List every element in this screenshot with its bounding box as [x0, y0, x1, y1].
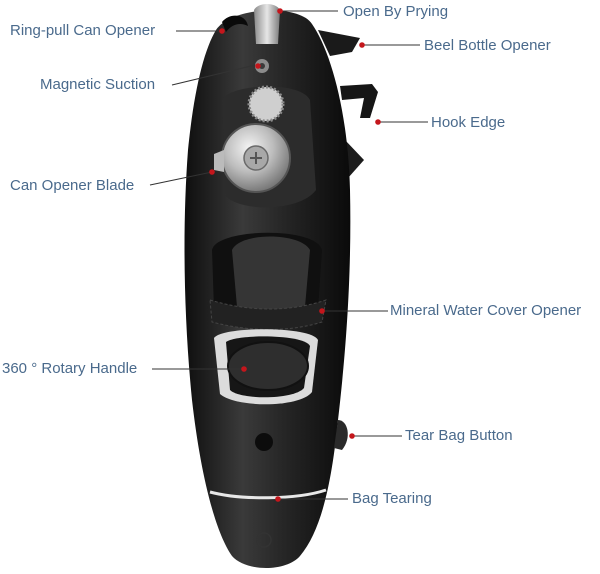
- gear-wheel: [247, 85, 285, 123]
- label-beel-bottle-opener: Beel Bottle Opener: [424, 37, 551, 54]
- side-fin-lower: [345, 140, 364, 178]
- label-bag-tearing: Bag Tearing: [352, 490, 432, 507]
- small-hole: [255, 433, 273, 451]
- label-can-opener-blade: Can Opener Blade: [10, 177, 135, 194]
- rotary-handle-knob: [227, 341, 309, 391]
- marker-dots: [209, 8, 381, 502]
- bottle-opener-fin: [318, 30, 360, 56]
- label-rotary-handle: 360 ° Rotary Handle: [2, 360, 138, 377]
- label-tear-bag-button: Tear Bag Button: [405, 427, 513, 444]
- label-mineral-water-cover-opener: Mineral Water Cover Opener: [390, 302, 582, 319]
- prying-tip: [254, 4, 280, 44]
- ring-pull-notch: [222, 15, 248, 32]
- rotary-knob: [232, 236, 310, 324]
- bag-tear-slit: [209, 488, 327, 500]
- label-open-by-prying: Open By Prying: [343, 3, 449, 20]
- grip-band: [209, 299, 327, 330]
- label-ring-pull-can-opener: Ring-pull Can Opener: [10, 22, 156, 39]
- label-magnetic-suction: Magnetic Suction: [40, 76, 156, 93]
- hook-edge-part: [340, 84, 378, 118]
- label-hook-edge: Hook Edge: [431, 114, 506, 131]
- tear-bag-button-part: [334, 420, 348, 450]
- leader-lines: [149, 10, 428, 500]
